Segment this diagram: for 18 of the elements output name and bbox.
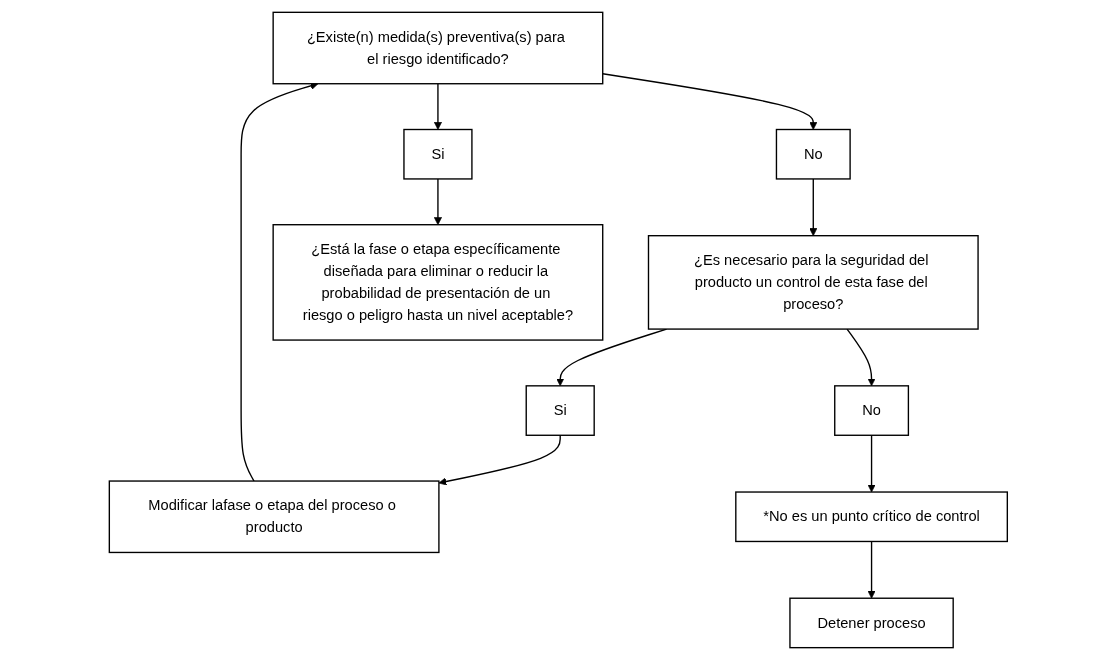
node-box: ¿Está la fase o etapa específicamente diseñada para eliminar o reducir la probabilidad de presentación de un riesgo o peligro hasta un nivel aceptable?: [272, 224, 604, 341]
arrow: [867, 434, 876, 493]
node-box: *No es un punto crítico de control: [735, 491, 1009, 543]
node-box: ¿Existe(n) medida(s) preventiva(s) para el riesgo identificado?: [272, 11, 604, 85]
arrow: [846, 328, 876, 387]
node-box: Detener proceso: [789, 597, 955, 649]
node-box: Si: [525, 385, 596, 436]
arrow: [867, 540, 876, 599]
arrow: [602, 73, 818, 130]
node-box: Modificar lafase o etapa del proceso o producto: [108, 480, 440, 554]
node-box: ¿Es necesario para la seguridad del producto un control de esta fase del proceso?: [647, 235, 979, 330]
arrow: [809, 178, 818, 237]
arrow: [434, 178, 443, 226]
node-box: No: [834, 385, 910, 436]
node-box: Si: [403, 128, 473, 180]
node-box: No: [775, 128, 851, 180]
arrow: [434, 83, 443, 130]
arrow: [438, 434, 562, 486]
